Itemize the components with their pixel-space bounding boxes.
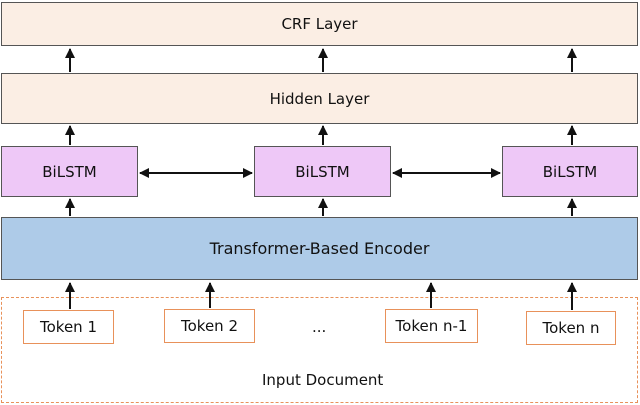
input-document-region bbox=[1, 297, 638, 403]
token-box-1: Token 1 bbox=[23, 310, 114, 344]
crf-layer-label: CRF Layer bbox=[281, 15, 358, 33]
token-label: Token 1 bbox=[40, 318, 97, 336]
crf-layer-box: CRF Layer bbox=[1, 2, 638, 46]
bilstm-box-3: BiLSTM bbox=[502, 146, 638, 197]
input-document-label: Input Document bbox=[262, 371, 384, 389]
bilstm-label: BiLSTM bbox=[42, 162, 97, 181]
bilstm-label: BiLSTM bbox=[295, 162, 350, 181]
token-ellipsis: ... bbox=[312, 318, 327, 336]
hidden-layer-box: Hidden Layer bbox=[1, 73, 638, 124]
token-box-n: Token n bbox=[526, 311, 616, 345]
bilstm-box-1: BiLSTM bbox=[1, 146, 138, 197]
encoder-label: Transformer-Based Encoder bbox=[209, 239, 430, 258]
token-label: Token 2 bbox=[181, 317, 238, 335]
token-label: Token n-1 bbox=[395, 317, 468, 335]
token-label: Token n bbox=[542, 319, 600, 337]
bilstm-label: BiLSTM bbox=[542, 162, 598, 181]
bilstm-box-2: BiLSTM bbox=[254, 146, 391, 197]
hidden-layer-label: Hidden Layer bbox=[269, 89, 370, 108]
transformer-encoder-box: Transformer-Based Encoder bbox=[1, 217, 638, 280]
token-box-2: Token 2 bbox=[164, 309, 255, 343]
token-box-n-1: Token n-1 bbox=[385, 309, 478, 343]
